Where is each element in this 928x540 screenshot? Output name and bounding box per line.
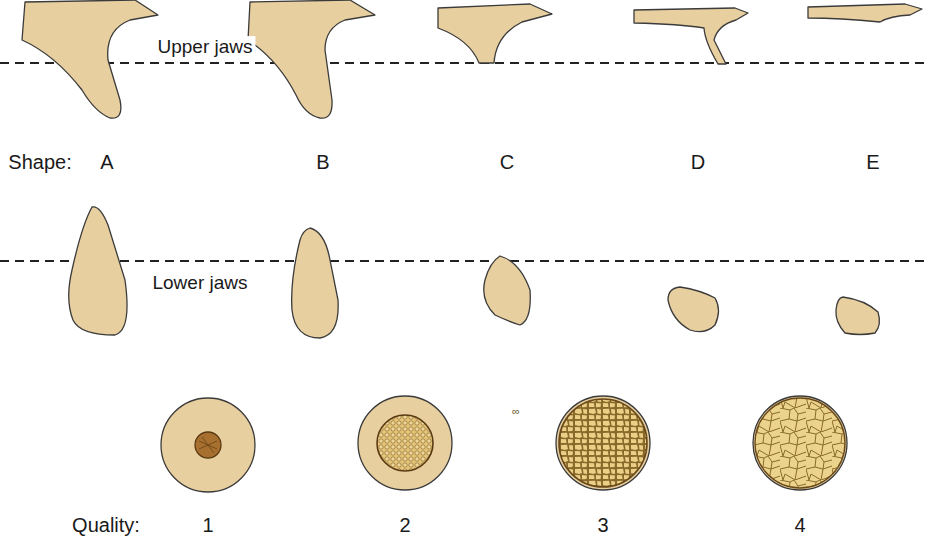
text-label: A <box>97 151 116 174</box>
text-label: C <box>497 151 517 174</box>
text-label: Lower jaws <box>149 272 250 294</box>
text-label: 2 <box>396 514 413 537</box>
text-label: B <box>313 151 332 174</box>
text-label: E <box>863 151 882 174</box>
text-label: Shape: <box>5 151 74 174</box>
text-label: D <box>688 151 708 174</box>
text-label: 1 <box>199 514 216 537</box>
text-label: Upper jaws <box>154 36 255 58</box>
text-label: Quality: <box>69 514 143 537</box>
text-label: 4 <box>791 514 808 537</box>
text-label: 3 <box>594 514 611 537</box>
text-label: ∞ <box>509 405 523 418</box>
